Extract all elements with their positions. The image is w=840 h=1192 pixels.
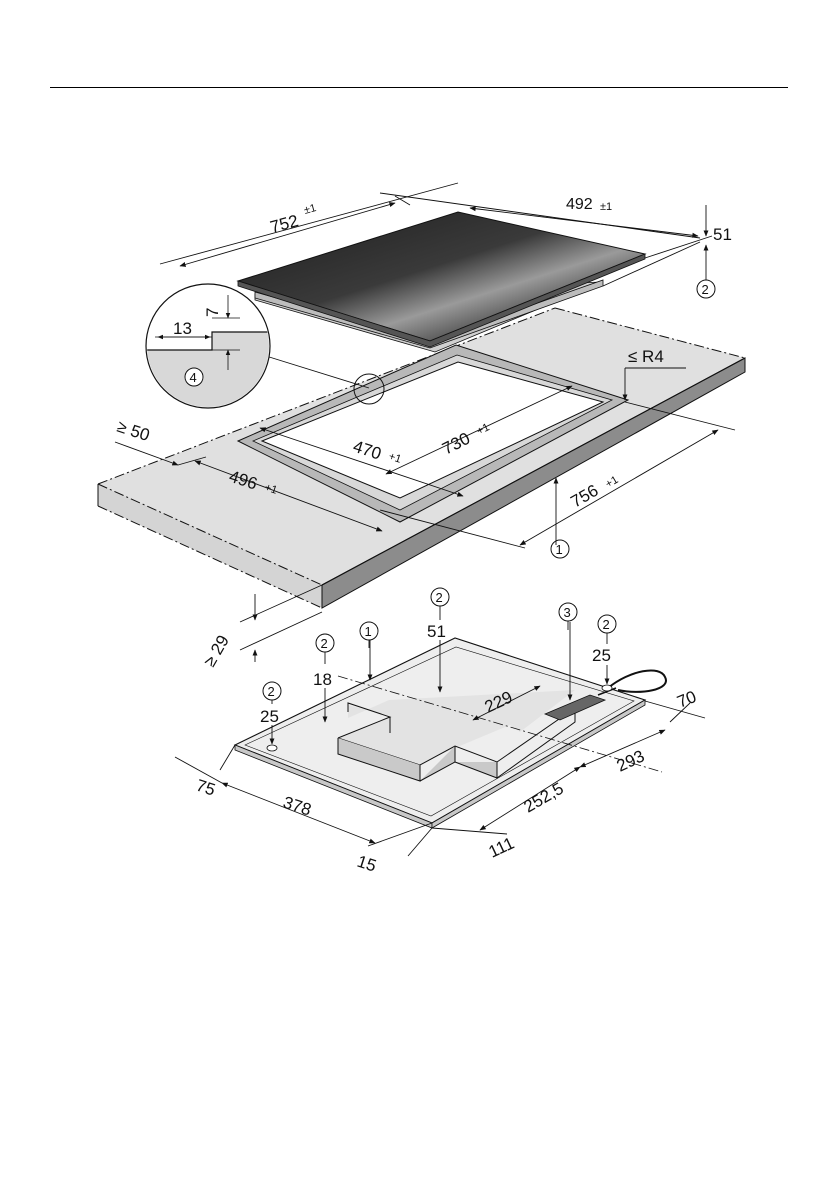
- dim-293: 293: [614, 746, 648, 775]
- dim-25-right: 25: [592, 646, 611, 665]
- dim-111: 111: [486, 833, 517, 861]
- dim-756: 756: [568, 481, 602, 512]
- callout-1-underside: 1: [360, 622, 378, 640]
- svg-text:1: 1: [365, 624, 372, 639]
- callout-1-counter: 1: [551, 540, 569, 558]
- svg-text:2: 2: [702, 282, 709, 297]
- dim-min-29: ≥ 29: [200, 632, 233, 670]
- dim-18: 18: [313, 670, 332, 689]
- rebate-detail: [140, 284, 290, 420]
- dim-radius: ≤ R4: [628, 347, 664, 366]
- callout-3-plate: 3: [559, 603, 577, 621]
- dim-min-50: ≥ 50: [115, 417, 152, 445]
- dim-492-tolerance: ±1: [600, 201, 612, 213]
- dim-252-5: 252,5: [521, 779, 567, 817]
- dim-378: 378: [281, 793, 314, 820]
- dim-7-detail: 7: [203, 308, 222, 317]
- callout-2-right: 2: [598, 615, 616, 633]
- svg-text:1: 1: [556, 542, 563, 557]
- svg-text:2: 2: [436, 590, 443, 605]
- svg-text:2: 2: [321, 636, 328, 651]
- dim-25-left: 25: [260, 707, 279, 726]
- dim-70: 70: [674, 687, 699, 712]
- callout-2-51: 2: [431, 588, 449, 606]
- dim-75: 75: [194, 776, 218, 800]
- callout-2-top: 2: [697, 280, 715, 298]
- svg-text:2: 2: [603, 617, 610, 632]
- dim-51-underside: 51: [427, 622, 446, 641]
- dim-51-top: 51: [713, 225, 732, 244]
- dim-15: 15: [355, 852, 379, 876]
- dim-13-detail: 13: [173, 319, 192, 338]
- callout-2-18: 2: [316, 634, 334, 652]
- svg-text:4: 4: [190, 370, 197, 385]
- dim-752: 752: [268, 211, 300, 237]
- dim-752-tolerance: ±1: [303, 202, 318, 217]
- svg-text:3: 3: [564, 605, 571, 620]
- dim-492: 492: [566, 196, 593, 213]
- svg-text:2: 2: [268, 684, 275, 699]
- callout-2-left: 2: [263, 682, 281, 700]
- callout-4-detail: 4: [185, 368, 203, 386]
